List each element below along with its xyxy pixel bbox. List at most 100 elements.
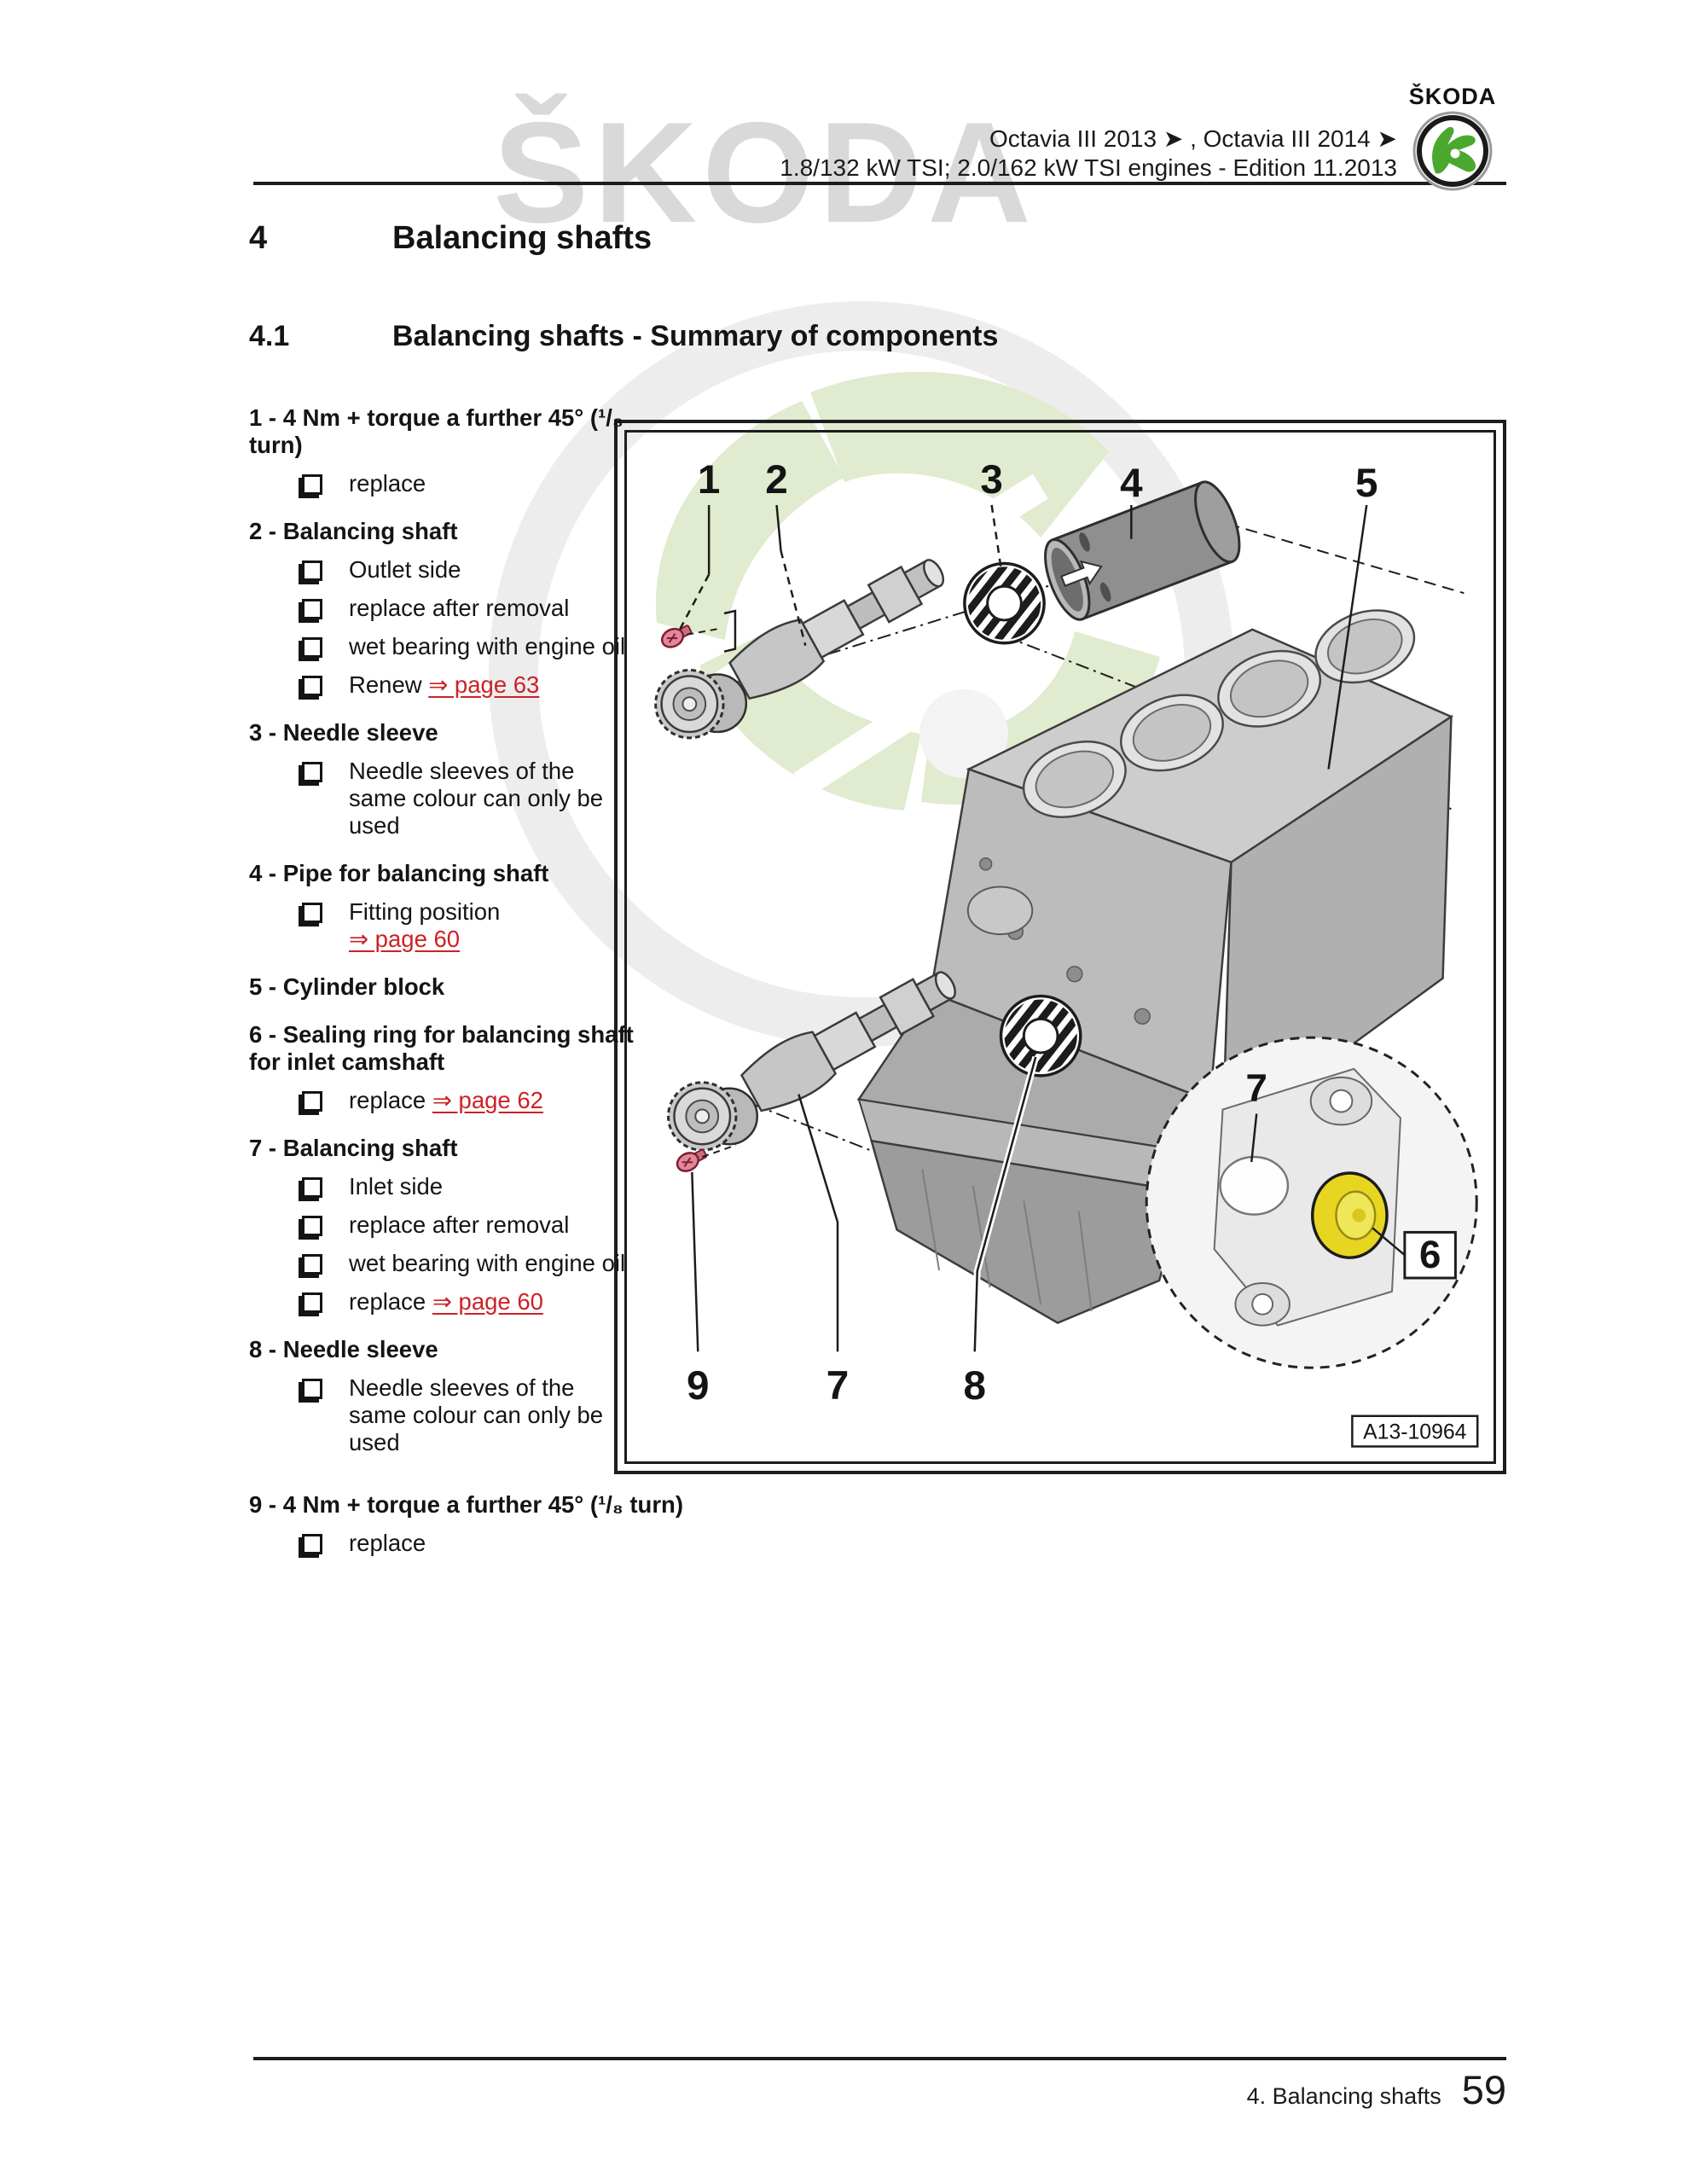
legend-item-title: 2 - Balancing shaft: [249, 518, 458, 544]
checkbox-bullet-icon: [302, 637, 322, 658]
skoda-logo-text: ŠKODA: [1408, 84, 1497, 109]
component-legend-item-9: 9 - 4 Nm + torque a further 45° (¹/₈ tur…: [249, 1491, 1443, 1577]
callout-7: 7: [826, 1363, 850, 1409]
legend-item: 6 - Sealing ring for balancing shaft for…: [249, 1021, 635, 1114]
legend-sub-text: Outlet side: [349, 556, 461, 583]
legend-sub-item: replace: [249, 470, 635, 497]
checkbox-bullet-icon: [302, 599, 322, 619]
legend-item-title: 3 - Needle sleeve: [249, 719, 438, 746]
section-number: 4: [249, 220, 268, 256]
callout-8: 8: [964, 1363, 987, 1409]
legend-item-subs: Outlet side replace after removal wet bear…: [249, 556, 635, 699]
legend-sub-text-wrap: Needle sleeves of the same colour can on…: [349, 1374, 635, 1456]
legend-item-subs: replace: [249, 470, 635, 497]
screw-9: [673, 1144, 710, 1176]
legend-sub-text: Renew: [349, 671, 429, 698]
legend-item-subs: Needle sleeves of the same colour can on…: [249, 1374, 635, 1456]
subsection-number: 4.1: [249, 320, 290, 352]
page-reference-link[interactable]: ⇒ page 60: [432, 1288, 543, 1315]
needle-sleeve-3: [963, 561, 1046, 645]
legend-sub-text-wrap: Fitting position⇒ page 60: [349, 898, 500, 953]
header-rule: [253, 182, 1506, 185]
legend-sub-text: replace: [349, 1087, 432, 1113]
page-reference-link[interactable]: ⇒ page 60: [349, 926, 461, 952]
image-code-text: A13-10964: [1363, 1421, 1467, 1444]
callout-numbers: 1 2 3 4 5 9 7 8: [687, 457, 1378, 1409]
callout-3: 3: [980, 457, 1003, 502]
header-model-line: Octavia III 2013 ➤ , Octavia III 2014 ➤: [989, 125, 1397, 152]
legend-item-title: 9 - 4 Nm + torque a further 45° (¹/₈ tur…: [249, 1491, 684, 1518]
sealing-ring-6: [1310, 1171, 1389, 1259]
callout-5: 5: [1355, 461, 1378, 506]
legend-sub-text: wet bearing with engine oil: [349, 1250, 626, 1276]
legend-item-title: 6 - Sealing ring for balancing shaft for…: [249, 1021, 634, 1075]
component-legend-list: 1 - 4 Nm + torque a further 45° (¹/₈ tur…: [249, 404, 635, 1477]
legend-sub-item: wet bearing with engine oil: [249, 1250, 635, 1277]
detail-circle: 7 6: [1145, 1036, 1478, 1369]
legend-sub-text-wrap: replace after removal: [349, 1211, 569, 1239]
legend-item-subs: Needle sleeves of the same colour can on…: [249, 758, 635, 839]
legend-item-title: 5 - Cylinder block: [249, 973, 445, 1000]
callout-1: 1: [698, 457, 721, 502]
cylinder-bores: [1022, 609, 1416, 818]
legend-item-title: 1 - 4 Nm + torque a further 45° (¹/₈ tur…: [249, 404, 624, 458]
legend-item-subs: Fitting position⇒ page 60: [249, 898, 635, 953]
legend-item-title: 7 - Balancing shaft: [249, 1135, 458, 1161]
checkbox-bullet-icon: [302, 474, 322, 495]
legend-item: 9 - 4 Nm + torque a further 45° (¹/₈ tur…: [249, 1491, 1443, 1557]
legend-item: 4 - Pipe for balancing shaft Fitting pos…: [249, 860, 635, 953]
legend-sub-item: Inlet side: [249, 1173, 635, 1200]
footer-chapter: 4. Balancing shafts: [1246, 2083, 1441, 2109]
legend-sub-item: Renew ⇒ page 63: [249, 671, 635, 699]
legend-item: 8 - Needle sleeve Needle sleeves of the …: [249, 1336, 635, 1456]
legend-sub-text: wet bearing with engine oil: [349, 633, 626, 659]
callout-leader-lines: [677, 504, 1368, 1352]
pipe-for-balancing-shaft: [1044, 480, 1241, 621]
page-reference-link[interactable]: ⇒ page 62: [432, 1087, 543, 1113]
checkbox-bullet-icon: [302, 1534, 322, 1554]
checkbox-bullet-icon: [302, 1216, 322, 1236]
legend-item: 1 - 4 Nm + torque a further 45° (¹/₈ tur…: [249, 404, 635, 497]
legend-item: 7 - Balancing shaft Inlet side replace af…: [249, 1135, 635, 1316]
checkbox-bullet-icon: [302, 1091, 322, 1112]
checkbox-bullet-icon: [302, 1177, 322, 1198]
legend-sub-item: replace: [249, 1530, 1443, 1557]
legend-sub-item: replace ⇒ page 62: [249, 1087, 635, 1114]
legend-sub-text: Inlet side: [349, 1173, 444, 1199]
checkbox-bullet-icon: [302, 561, 322, 581]
balancing-shaft-inlet-assembly: [667, 955, 968, 1152]
legend-item-subs: Inlet side replace after removal wet beari…: [249, 1173, 635, 1316]
legend-item-subs: replace: [249, 1530, 1443, 1557]
legend-sub-text: replace: [349, 1288, 432, 1315]
checkbox-bullet-icon: [302, 903, 322, 923]
legend-item: 2 - Balancing shaft Outlet side replace a…: [249, 518, 635, 699]
checkbox-bullet-icon: [302, 1254, 322, 1275]
detail-callout-7: 7: [1246, 1066, 1267, 1110]
legend-sub-item: Needle sleeves of the same colour can on…: [249, 1374, 635, 1456]
legend-sub-text-wrap: replace ⇒ page 60: [349, 1288, 543, 1316]
subsection-title: Balancing shafts - Summary of components: [392, 320, 999, 352]
image-code-label: A13-10964: [1351, 1414, 1479, 1448]
page-reference-link[interactable]: ⇒ page 63: [428, 671, 540, 698]
screw-1: [658, 620, 695, 652]
callout-4: 4: [1120, 461, 1143, 506]
legend-sub-text: Needle sleeves of the same colour can on…: [349, 1374, 604, 1455]
legend-item-subs: replace ⇒ page 62: [249, 1087, 635, 1114]
legend-sub-item: Outlet side: [249, 556, 635, 584]
checkbox-bullet-icon: [302, 1292, 322, 1313]
legend-sub-item: replace after removal: [249, 1211, 635, 1239]
legend-sub-text-wrap: Renew ⇒ page 63: [349, 671, 539, 699]
legend-sub-text-wrap: replace: [349, 470, 426, 497]
legend-sub-text: Fitting position: [349, 898, 501, 925]
legend-item-title: 8 - Needle sleeve: [249, 1336, 438, 1362]
legend-sub-text-wrap: replace: [349, 1530, 426, 1557]
legend-sub-text: replace: [349, 1530, 426, 1556]
checkbox-bullet-icon: [302, 1379, 322, 1399]
legend-sub-text-wrap: replace after removal: [349, 595, 569, 622]
footer-rule: [253, 2057, 1506, 2060]
legend-sub-text-wrap: replace ⇒ page 62: [349, 1087, 543, 1114]
legend-item: 3 - Needle sleeve Needle sleeves of the …: [249, 719, 635, 839]
legend-sub-text-wrap: Inlet side: [349, 1173, 443, 1200]
